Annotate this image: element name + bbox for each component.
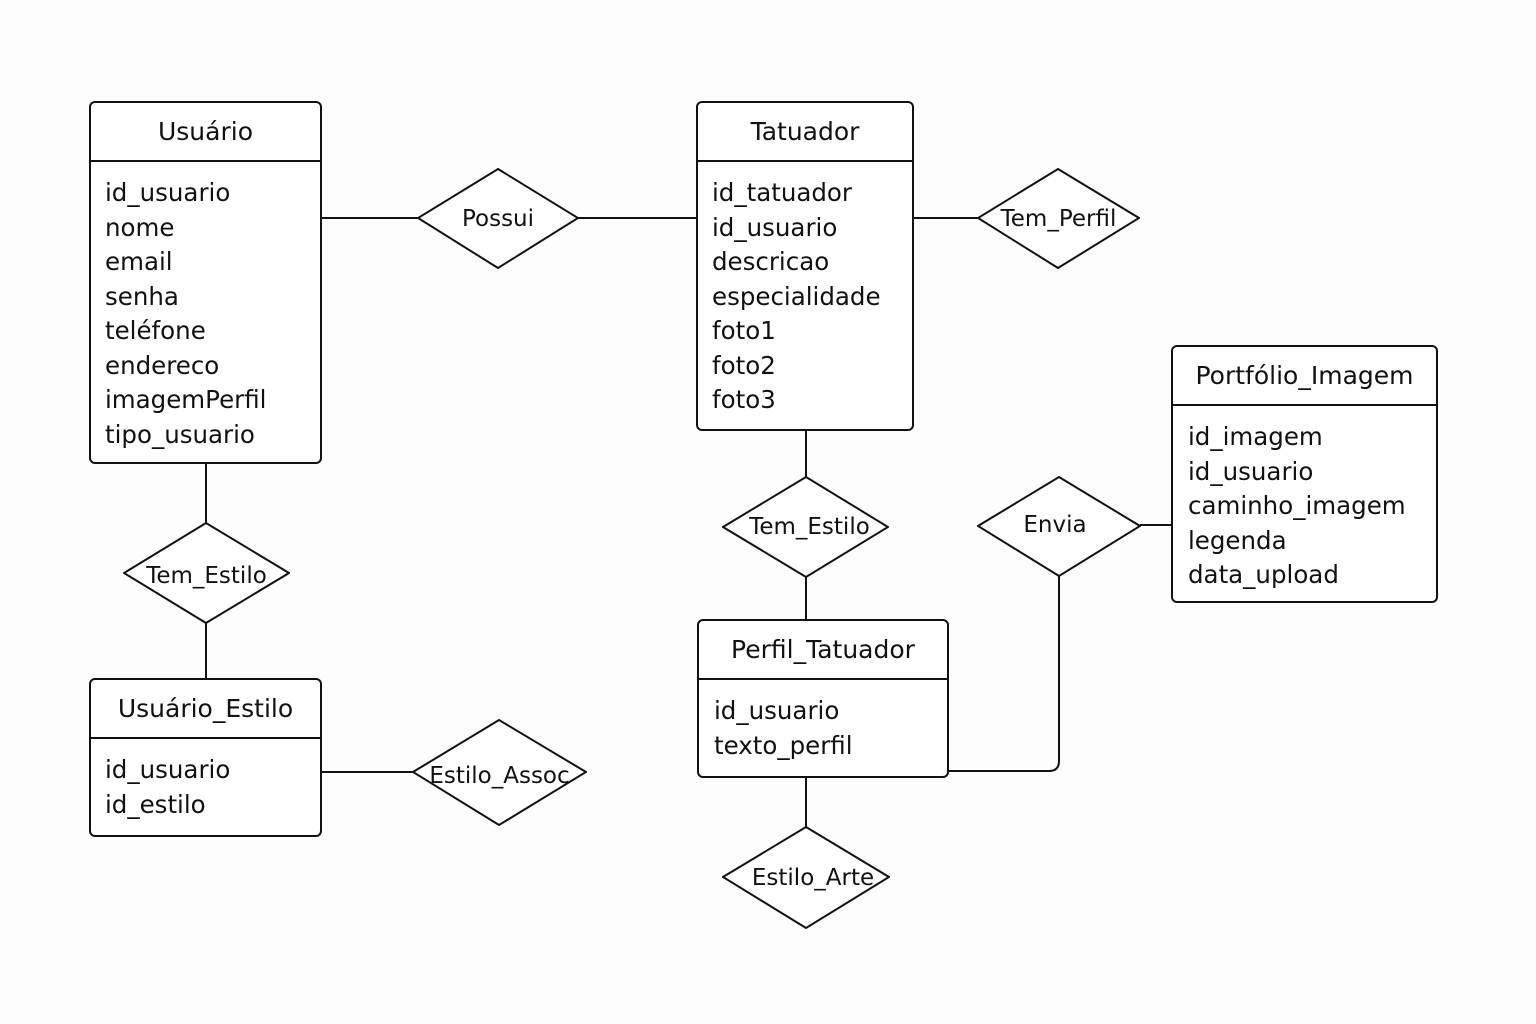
diamond-shape: [977, 168, 1140, 269]
attribute-item: teléfone: [105, 316, 206, 345]
entity-usuario-estilo: Usuário_Estilo id_usuario id_estilo: [89, 678, 322, 837]
attribute-item: caminho_imagem: [1188, 491, 1406, 520]
attribute-item: nome: [105, 212, 175, 242]
attribute-item: descricao: [712, 247, 830, 276]
attribute-item: senha: [105, 281, 179, 311]
relationship-label: Possui: [461, 205, 535, 232]
line-perfil-tatuador-envia: [948, 575, 1060, 772]
attribute-item: foto3: [712, 385, 776, 414]
relationship-estilo-assoc: Estilo_Assoc: [412, 719, 587, 826]
attribute-item: id_tatuador: [712, 178, 852, 207]
relationship-label: Tem_Perfil: [1000, 205, 1117, 232]
attribute-item: id_usuario: [712, 212, 838, 242]
entity-tatuador: Tatuador id_tatuador id_usuario descrica…: [696, 101, 914, 431]
entity-perfil-tatuador: Perfil_Tatuador id_usuario texto_perfil: [697, 619, 949, 778]
attribute-list: id_usuario texto_perfil: [699, 680, 947, 763]
relationship-label: Estilo_Arte: [751, 864, 875, 891]
attribute-item: texto_perfil: [714, 730, 853, 760]
entity-title: Portfólio_Imagem: [1173, 347, 1436, 406]
entity-title: Usuário_Estilo: [91, 680, 320, 739]
attribute-item: id_imagem: [1188, 422, 1323, 451]
attribute-item: legenda: [1188, 525, 1287, 555]
diamond-shape: [722, 826, 890, 929]
relationship-label: Estilo_Assoc: [429, 762, 570, 789]
attribute-list: id_tatuador id_usuario descricao especia…: [698, 162, 912, 418]
attribute-item: especialidade: [712, 281, 881, 311]
attribute-item: foto1: [712, 316, 776, 345]
relationship-tem-estilo-tatuador: Tem_Estilo: [722, 476, 889, 578]
attribute-item: email: [105, 247, 173, 276]
relationship-tem-perfil: Tem_Perfil: [977, 168, 1140, 269]
relationship-possui: Possui: [417, 168, 579, 269]
relationship-label: Tem_Estilo: [146, 563, 267, 589]
diamond-shape: [977, 476, 1141, 577]
attribute-item: id_estilo: [105, 789, 206, 819]
entity-title: Perfil_Tatuador: [699, 621, 947, 680]
attribute-item: imagemPerfil: [105, 385, 267, 414]
attribute-item: id_usuario: [105, 178, 231, 207]
relationship-label: Envia: [1023, 511, 1087, 538]
entity-portfolio-imagem: Portfólio_Imagem id_imagem id_usuario ca…: [1171, 345, 1438, 603]
diamond-shape: [123, 522, 290, 624]
attribute-item: id_usuario: [1188, 456, 1314, 486]
entity-usuario: Usuário id_usuario nome email senha telé…: [89, 101, 322, 464]
entity-title: Tatuador: [698, 103, 912, 162]
entity-title: Usuário: [91, 103, 320, 162]
relationship-envia: Envia: [977, 476, 1141, 577]
attribute-item: id_usuario: [714, 696, 840, 725]
relationship-tem-estilo-usuario: Tem_Estilo: [123, 522, 290, 624]
attribute-item: data_upload: [1188, 560, 1339, 589]
attribute-item: tipo_usuario: [105, 419, 255, 449]
attribute-list: id_imagem id_usuario caminho_imagem lege…: [1173, 406, 1436, 593]
attribute-item: id_usuario: [105, 755, 231, 784]
attribute-item: endereco: [105, 350, 220, 380]
diamond-shape: [722, 476, 889, 578]
relationship-label: Tem_Estilo: [749, 514, 870, 540]
relationship-estilo-arte: Estilo_Arte: [722, 826, 890, 929]
attribute-item: foto2: [712, 350, 776, 380]
diamond-shape: [417, 168, 579, 269]
attribute-list: id_usuario nome email senha teléfone end…: [91, 162, 320, 452]
attribute-list: id_usuario id_estilo: [91, 739, 320, 822]
diamond-shape: [412, 719, 587, 826]
